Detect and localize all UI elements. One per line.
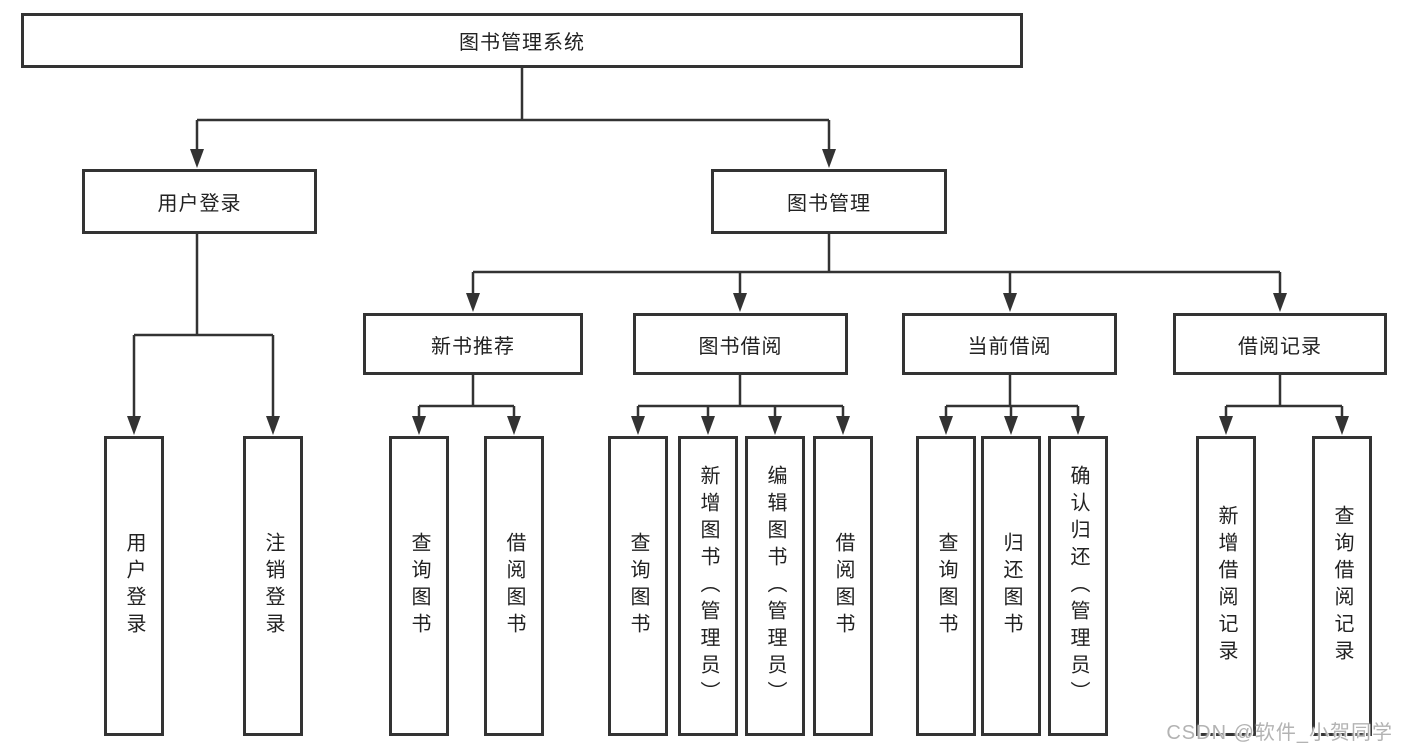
leaf-confirm-return-admin: 确认归还（管理员） [1048, 436, 1108, 736]
leaf-borrow-books: 借阅图书 [813, 436, 873, 736]
leaf-borrow-books-recommend: 借阅图书 [484, 436, 544, 736]
leaf-query-books-recommend: 查询图书 [389, 436, 449, 736]
node-library-system: 图书管理系统 [21, 13, 1023, 68]
leaf-logout: 注销登录 [243, 436, 303, 736]
leaf-user-login: 用户登录 [104, 436, 164, 736]
leaf-return-books: 归还图书 [981, 436, 1041, 736]
leaf-query-borrow-record: 查询借阅记录 [1312, 436, 1372, 736]
leaf-query-books-current: 查询图书 [916, 436, 976, 736]
csdn-watermark: CSDN @软件_小贺同学 [1166, 722, 1393, 744]
node-borrow-records: 借阅记录 [1173, 313, 1387, 375]
leaf-edit-book-admin: 编辑图书（管理员） [745, 436, 805, 736]
node-user-login: 用户登录 [82, 169, 317, 234]
node-book-management: 图书管理 [711, 169, 947, 234]
leaf-add-book-admin: 新增图书（管理员） [678, 436, 738, 736]
node-book-borrow: 图书借阅 [633, 313, 848, 375]
node-current-borrow: 当前借阅 [902, 313, 1117, 375]
leaf-query-books-borrow: 查询图书 [608, 436, 668, 736]
node-new-book-recommend: 新书推荐 [363, 313, 583, 375]
leaf-add-borrow-record: 新增借阅记录 [1196, 436, 1256, 736]
